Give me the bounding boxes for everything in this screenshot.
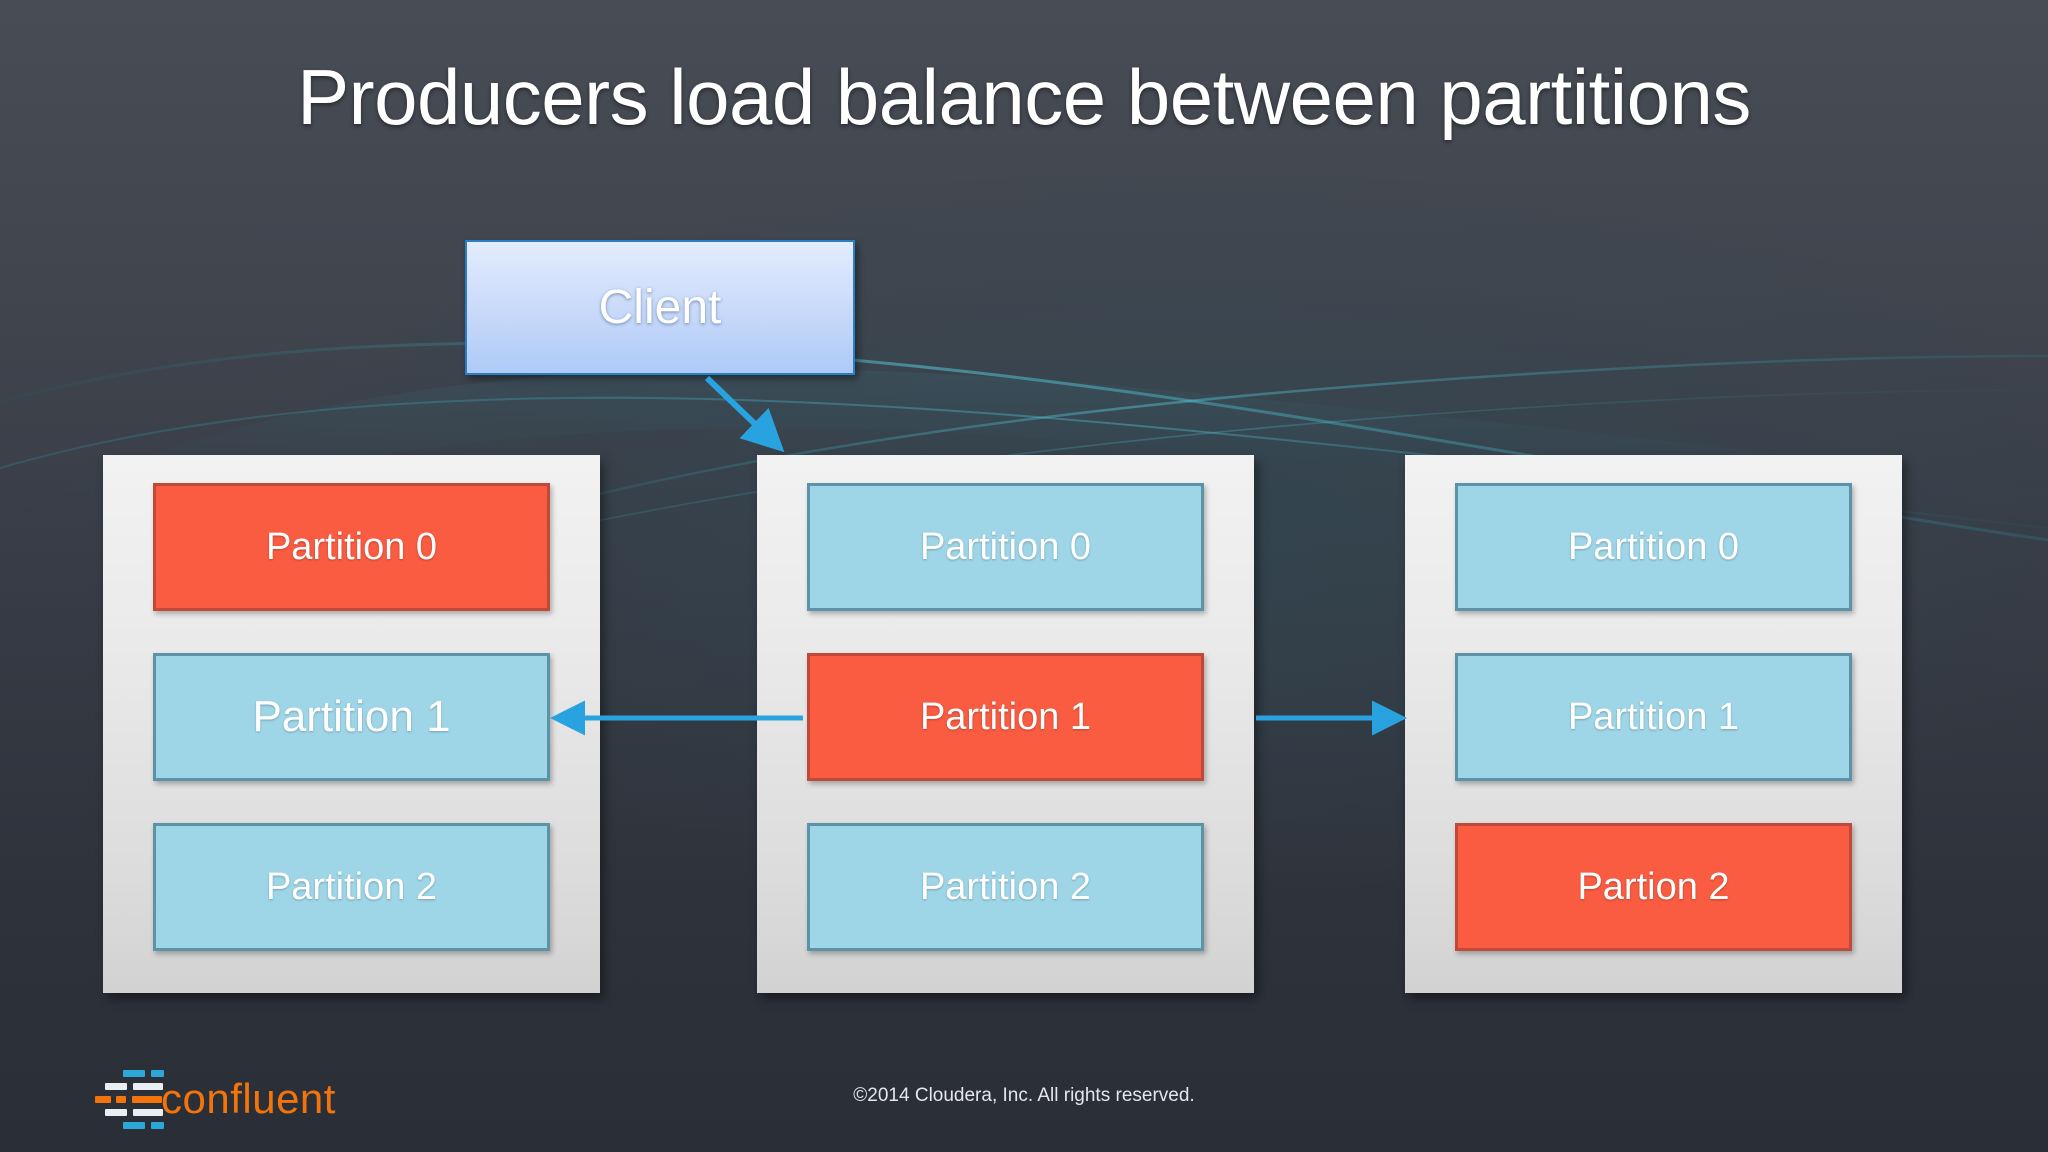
partition-label: Partition 0	[1567, 525, 1740, 568]
copyright-text: ©2014 Cloudera, Inc. All rights reserved…	[853, 1085, 1195, 1106]
client-box[interactable]: Client	[465, 240, 855, 375]
partition-label: Partition 2	[265, 865, 438, 908]
partition-box[interactable]: Partition 1	[1455, 653, 1852, 781]
partition-box[interactable]: Partition 1	[153, 653, 550, 781]
partition-box[interactable]: Partition 2	[153, 823, 550, 951]
partition-label: Partition 1	[252, 692, 451, 741]
confluent-logo-wordmark: confluent	[161, 1075, 336, 1122]
partition-box[interactable]: Partition 0	[153, 483, 550, 611]
partition-box[interactable]: Partion 2	[1455, 823, 1852, 951]
partition-label: Partition 0	[919, 525, 1092, 568]
partition-label: Partition 1	[1567, 695, 1740, 738]
client-label: Client	[598, 281, 722, 334]
partition-label: Partition 0	[265, 525, 438, 568]
partition-box[interactable]: Partition 0	[1455, 483, 1852, 611]
partition-box[interactable]: Partition 2	[807, 823, 1204, 951]
page-title: Producers load balance between partition…	[297, 53, 1751, 141]
broker-panel-left: Partition 0 Partition 1 Partition 2	[103, 455, 600, 993]
broker-panel-middle: Partition 0 Partition 1 Partition 2	[757, 455, 1254, 993]
confluent-logo: confluent	[95, 1068, 336, 1130]
partition-label: Partion 2	[1577, 865, 1730, 908]
confluent-logo-mark-icon	[95, 1068, 164, 1130]
partition-box[interactable]: Partition 0	[807, 483, 1204, 611]
partition-box[interactable]: Partition 1	[807, 653, 1204, 781]
broker-panel-right: Partition 0 Partition 1 Partion 2	[1405, 455, 1902, 993]
partition-label: Partition 2	[919, 865, 1092, 908]
partition-label: Partition 1	[919, 695, 1092, 738]
